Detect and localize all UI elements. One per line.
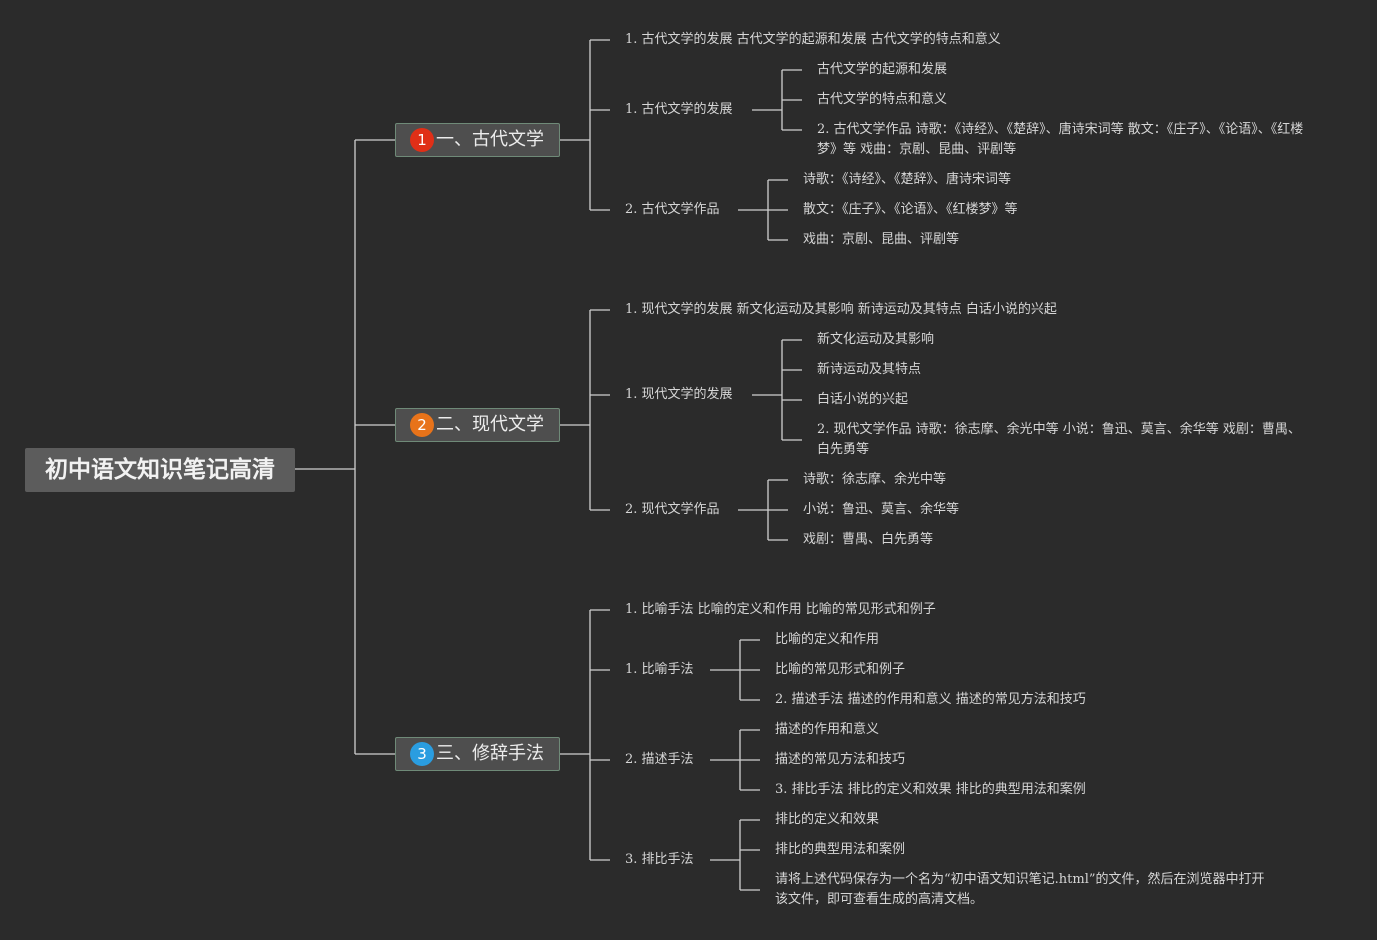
leaf-node[interactable]: 诗歌：《诗经》、《楚辞》、唐诗宋词等: [803, 172, 1012, 187]
number-badge: 2: [410, 413, 434, 437]
topic-rhetorical-devices[interactable]: 3 三、修辞手法: [395, 737, 560, 771]
subtopic-node[interactable]: 2. 描述手法: [625, 752, 694, 767]
number-badge: 3: [410, 742, 434, 766]
topic-label: 三、修辞手法: [436, 743, 544, 764]
leaf-node[interactable]: 戏曲：京剧、昆曲、评剧等: [803, 232, 960, 247]
topic-ancient-literature[interactable]: 1 一、古代文学: [395, 123, 560, 157]
subtopic-node[interactable]: 2. 古代文学作品: [625, 202, 720, 217]
subtopic-node[interactable]: 1. 现代文学的发展: [625, 387, 733, 402]
leaf-node[interactable]: 诗歌：徐志摩、余光中等: [803, 472, 947, 487]
leaf-node[interactable]: 3. 排比手法 排比的定义和效果 排比的典型用法和案例: [775, 782, 1086, 797]
subtopic-node[interactable]: 2. 现代文学作品: [625, 502, 720, 517]
subtopic-node[interactable]: 1. 现代文学的发展 新文化运动及其影响 新诗运动及其特点 白话小说的兴起: [625, 302, 1057, 317]
subtopic-node[interactable]: 1. 古代文学的发展: [625, 102, 733, 117]
subtopic-node[interactable]: 1. 比喻手法 比喻的定义和作用 比喻的常见形式和例子: [625, 602, 936, 617]
leaf-node[interactable]: 排比的典型用法和案例: [775, 842, 906, 857]
leaf-node[interactable]: 散文：《庄子》、《论语》、《红楼梦》等: [803, 202, 1018, 217]
subtopic-node[interactable]: 1. 古代文学的发展 古代文学的起源和发展 古代文学的特点和意义: [625, 32, 1001, 47]
leaf-node[interactable]: 描述的作用和意义: [775, 722, 880, 737]
subtopic-node[interactable]: 1. 比喻手法: [625, 662, 694, 677]
leaf-node[interactable]: 2. 古代文学作品 诗歌：《诗经》、《楚辞》、唐诗宋词等 散文：《庄子》、《论语…: [817, 122, 1304, 157]
leaf-node[interactable]: 描述的常见方法和技巧: [775, 752, 906, 767]
leaf-node[interactable]: 小说：鲁迅、莫言、余华等: [803, 502, 960, 517]
leaf-node[interactable]: 新文化运动及其影响: [817, 332, 935, 347]
root-node[interactable]: 初中语文知识笔记高清: [25, 448, 295, 492]
leaf-node[interactable]: 白话小说的兴起: [817, 392, 909, 407]
number-badge: 1: [410, 128, 434, 152]
leaf-node[interactable]: 2. 描述手法 描述的作用和意义 描述的常见方法和技巧: [775, 692, 1086, 707]
leaf-node[interactable]: 排比的定义和效果: [775, 812, 880, 827]
leaf-node[interactable]: 请将上述代码保存为一个名为“初中语文知识笔记.html”的文件，然后在浏览器中打…: [775, 872, 1265, 907]
topic-modern-literature[interactable]: 2 二、现代文学: [395, 408, 560, 442]
leaf-node[interactable]: 新诗运动及其特点: [817, 362, 922, 377]
leaf-node[interactable]: 古代文学的特点和意义: [817, 92, 948, 107]
leaf-node[interactable]: 比喻的常见形式和例子: [775, 662, 906, 677]
leaf-node[interactable]: 戏剧：曹禺、白先勇等: [803, 532, 934, 547]
topic-label: 一、古代文学: [436, 129, 544, 150]
subtopic-node[interactable]: 3. 排比手法: [625, 852, 694, 867]
leaf-node[interactable]: 2. 现代文学作品 诗歌：徐志摩、余光中等 小说：鲁迅、莫言、余华等 戏剧：曹禺…: [817, 422, 1301, 457]
leaf-node[interactable]: 比喻的定义和作用: [775, 632, 880, 647]
topic-label: 二、现代文学: [436, 414, 544, 435]
leaf-node[interactable]: 古代文学的起源和发展: [817, 62, 948, 77]
